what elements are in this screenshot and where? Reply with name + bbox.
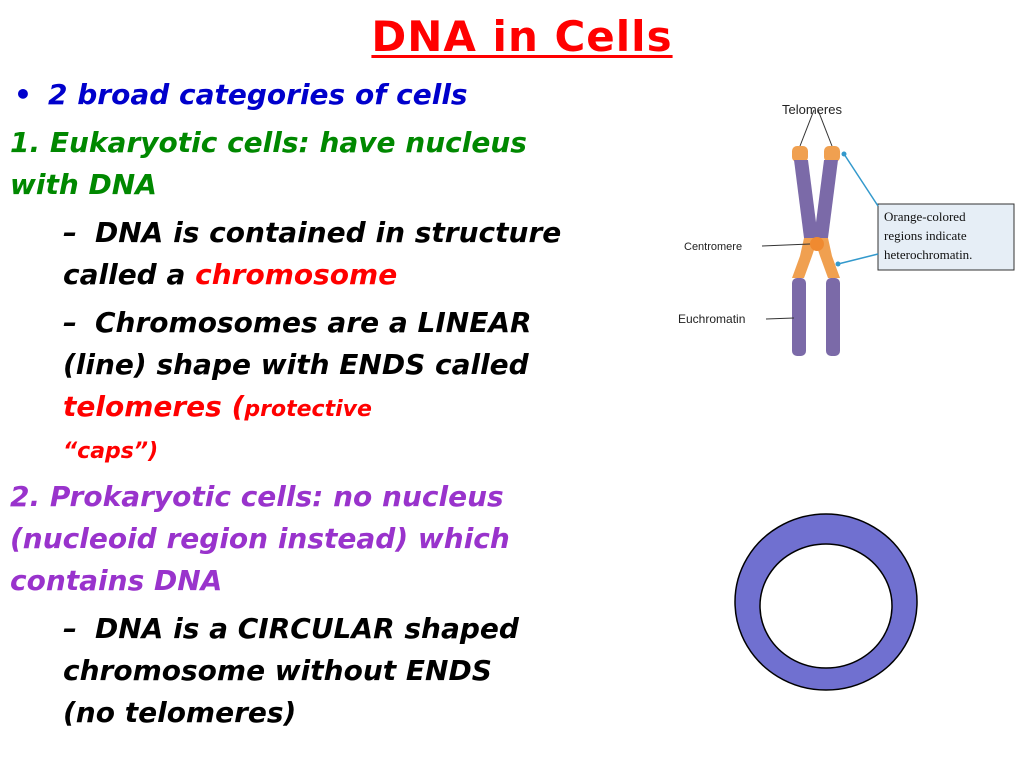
circular-chromosome-ring [734,513,918,691]
label-euchromatin: Euchromatin [678,312,745,326]
heterochromatin-callout [877,203,1015,271]
bullet-icon: • [14,78,32,111]
svg-text:heterochromatin.: heterochromatin. [884,247,972,262]
callout-pointer-top [843,153,879,207]
prokaryotic-line-2: (nucleoid region instead) which [10,522,510,555]
prokaryotic-sub-1: –DNA is a CIRCULAR shaped chromosome wit… [0,608,690,734]
prokaryotic-heading: 2. Prokaryotic cells: no nucleus (nucleo… [0,476,690,602]
dash-icon: – [63,306,77,339]
bullet-categories: •2 broad categories of cells [0,74,690,116]
dash-icon: – [63,612,77,645]
label-telomeres: Telomeres [782,102,842,117]
eukaryotic-line-1: 1. Eukaryotic cells: have nucleus [10,126,527,159]
protective-text: protective [244,397,372,422]
callout-pointer-bottom [837,253,879,265]
telomere-pointer-right [817,109,833,147]
chromosome-diagram: Telomeres Centromere Euchromatin Orange-… [678,102,1015,356]
caps-text: “caps”) [63,439,159,464]
slide-title: DNA in Cells [371,12,673,61]
euchromatin-pointer [765,317,795,320]
prokaryotic-line-3: contains DNA [10,564,223,597]
eukaryotic-sub-1: –DNA is contained in structure called a … [0,212,690,296]
eukaryotic-line-2: with DNA [10,168,157,201]
centromere-dot [810,237,824,251]
centromere-pointer [761,243,811,247]
svg-text:regions indicate: regions indicate [884,228,967,243]
chromatid-right [814,146,840,356]
telomere-pointer-left [799,109,815,147]
eukaryotic-sub-2: –Chromosomes are a LINEAR (line) shape w… [0,302,690,470]
svg-text:Orange-colored: Orange-colored [884,209,966,224]
body-text: •2 broad categories of cells 1. Eukaryot… [0,74,690,734]
chromosome-highlight: chromosome [195,258,398,291]
label-centromere: Centromere [684,241,742,253]
eukaryotic-heading: 1. Eukaryotic cells: have nucleus with D… [0,122,690,206]
prokaryotic-line-1: 2. Prokaryotic cells: no nucleus [10,480,504,513]
telomeres-highlight: telomeres ( [63,390,245,423]
dash-icon: – [63,216,77,249]
chromatid-left [792,146,818,356]
